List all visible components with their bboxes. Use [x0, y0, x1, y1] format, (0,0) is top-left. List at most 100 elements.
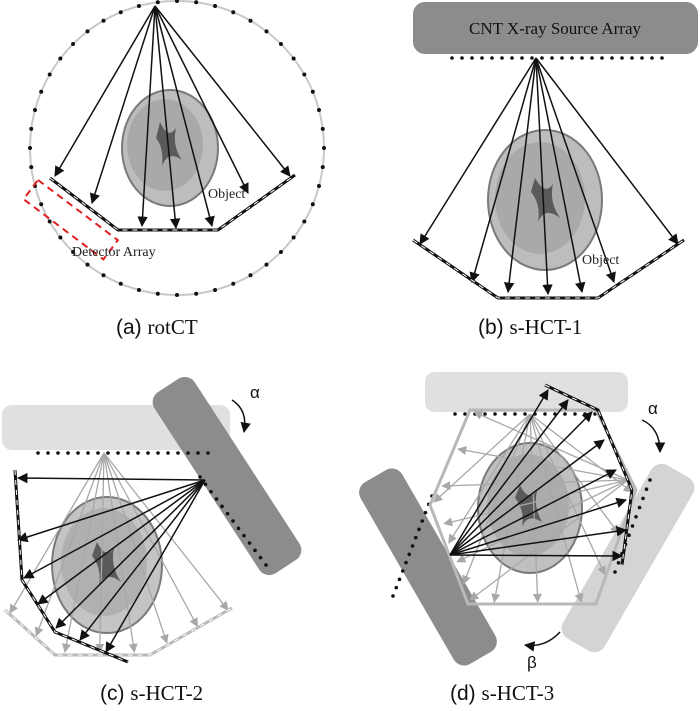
source-array-top — [425, 372, 628, 412]
x-ray — [529, 413, 542, 603]
detector-highlight-box — [22, 178, 120, 261]
source-dot — [550, 56, 554, 60]
source-dot — [175, 0, 179, 3]
source-dot — [47, 219, 52, 224]
ray-fan-active — [449, 389, 628, 562]
source-dot — [248, 273, 253, 278]
x-ray — [105, 479, 206, 653]
source-dot — [175, 293, 179, 297]
x-ray — [79, 479, 206, 641]
source-dot — [146, 451, 150, 455]
source-dot — [85, 262, 90, 267]
x-ray — [103, 452, 169, 644]
source-dot — [66, 451, 70, 455]
source-dot — [258, 555, 263, 560]
x-ray — [34, 452, 105, 637]
x-ray — [441, 479, 629, 491]
source-dot — [47, 72, 52, 77]
source-dot — [231, 519, 235, 523]
object-label: Object — [582, 253, 619, 268]
source-dot — [29, 165, 34, 170]
source-dot — [523, 412, 527, 416]
source-dot — [58, 56, 63, 61]
x-ray — [95, 452, 105, 653]
x-ray — [449, 439, 605, 556]
source-dot — [214, 497, 219, 501]
detector-array-active — [544, 383, 634, 566]
source-dot — [176, 451, 180, 455]
source-dot — [453, 412, 457, 416]
source-dot — [530, 56, 534, 60]
source-dot — [247, 541, 252, 545]
source-dot — [641, 496, 645, 501]
source-dot — [322, 146, 326, 150]
source-dot — [410, 544, 415, 548]
detector-array — [49, 173, 296, 232]
phantom-object — [121, 89, 219, 207]
source-dot — [264, 563, 268, 567]
source-dot — [616, 561, 621, 565]
source-dot — [126, 451, 130, 455]
source-dot — [600, 56, 604, 60]
source-dot — [136, 4, 141, 9]
source-dot — [630, 56, 634, 60]
source-dot — [543, 412, 547, 416]
x-ray — [469, 479, 629, 601]
alpha-rotation-arrow — [231, 399, 251, 434]
source-dot — [118, 10, 123, 15]
x-ray — [473, 411, 629, 481]
source-dot — [397, 577, 402, 582]
source-dot — [194, 0, 199, 5]
source-dot — [253, 548, 257, 553]
source-dot — [231, 10, 236, 15]
source-positions — [450, 56, 664, 60]
source-dot — [213, 287, 218, 292]
source-dot — [613, 570, 617, 574]
source-dot — [76, 451, 80, 455]
source-dot — [136, 451, 140, 455]
source-positions — [28, 0, 326, 297]
ray-fan — [54, 5, 291, 230]
x-ray — [503, 57, 537, 294]
x-ray — [154, 5, 215, 228]
source-dot — [28, 146, 32, 150]
panel-d-shct3: α β (d) s-HCT-3 — [359, 372, 695, 705]
panel-b-shct1: CNT X-ray Source Array Object (b) s-HCT-… — [412, 2, 698, 339]
source-dot — [503, 412, 507, 416]
source-dot — [242, 533, 246, 538]
x-ray — [137, 5, 156, 228]
source-array-left — [359, 468, 497, 666]
x-ray — [16, 472, 206, 484]
x-ray — [529, 413, 620, 535]
source-positions — [36, 451, 268, 567]
x-ray — [103, 452, 198, 628]
alpha-label: α — [648, 399, 658, 418]
panel-c-shct2: α (c) s-HCT-2 — [2, 376, 302, 705]
source-dot — [198, 475, 202, 479]
panel-a-rotct: Object Detector Array (a) rotCT — [22, 0, 326, 339]
source-dot — [450, 56, 454, 60]
source-dot — [194, 291, 199, 296]
source-dot — [155, 0, 160, 5]
source-dot — [648, 478, 652, 482]
source-dot — [630, 524, 635, 528]
source-dot — [634, 515, 638, 519]
source-dot — [71, 42, 76, 47]
source-dot — [203, 482, 208, 487]
x-ray — [23, 479, 206, 579]
source-dot — [413, 535, 418, 540]
source-dot — [490, 56, 494, 60]
source-dot — [510, 56, 514, 60]
source-dot — [225, 511, 230, 516]
source-dot — [33, 107, 38, 112]
detector-array — [412, 238, 685, 300]
source-dot — [570, 56, 574, 60]
source-dot — [660, 56, 664, 60]
x-ray — [37, 479, 206, 605]
source-array-label: CNT X-ray Source Array — [469, 19, 642, 38]
source-array — [413, 2, 698, 54]
source-dot — [480, 56, 484, 60]
source-dot — [39, 89, 44, 94]
caption-d: (d) s-HCT-3 — [450, 681, 554, 705]
alpha-rotation-arrow — [641, 419, 666, 454]
